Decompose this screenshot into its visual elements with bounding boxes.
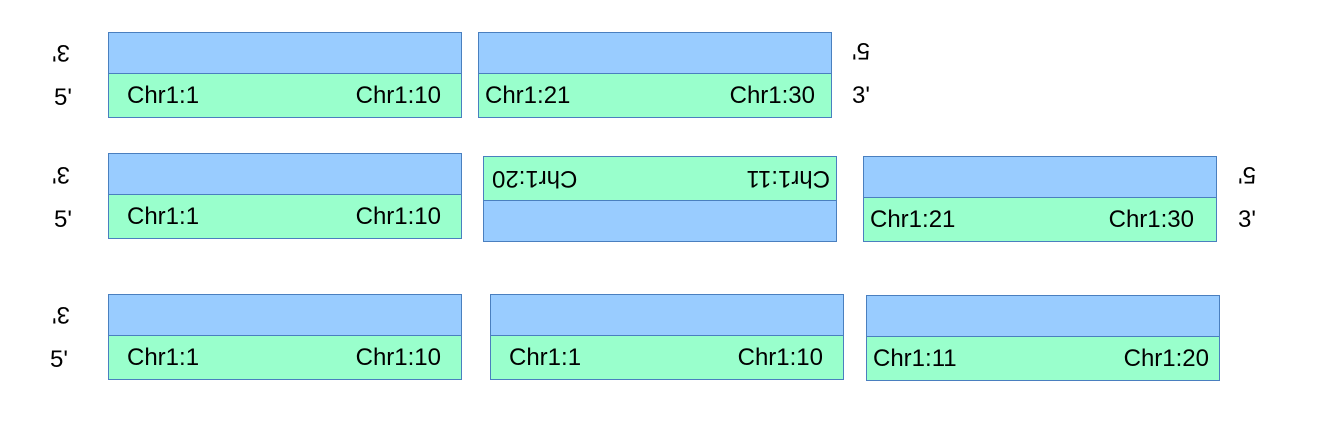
row1-segment-2-top-strand — [478, 32, 832, 74]
row2-segment-1-bottom-strand: Chr1:1 Chr1:10 — [108, 194, 462, 239]
row2-segment-1-start-coord: Chr1:1 — [127, 202, 200, 230]
row1-left-5prime-label: 5' — [54, 84, 72, 111]
row2-segment-3-top-strand — [863, 156, 1217, 198]
row2-segment-2-bottom-strand: Chr1:11 Chr1:20 — [483, 156, 837, 201]
row3-segment-3-top-strand — [866, 295, 1220, 337]
row1-segment-2: Chr1:21 Chr1:30 — [478, 32, 832, 118]
row1-segment-1-end-coord: Chr1:10 — [355, 81, 441, 109]
row2-segment-1-top-strand — [108, 153, 462, 195]
row2-left-3prime-label: 3' — [52, 161, 70, 188]
row2-left-5prime-label: 5' — [54, 206, 72, 233]
row3-segment-3-start-coord: Chr1:11 — [873, 344, 957, 372]
row2-segment-1: Chr1:1 Chr1:10 — [108, 153, 462, 239]
row3-segment-1: Chr1:1 Chr1:10 — [108, 294, 462, 380]
row1-segment-2-bottom-strand: Chr1:21 Chr1:30 — [478, 73, 832, 118]
row1-segment-1-start-coord: Chr1:1 — [127, 81, 200, 109]
row1-segment-1-top-strand — [108, 32, 462, 74]
row3-segment-3-end-coord: Chr1:20 — [1123, 344, 1209, 372]
row2-segment-2-top-strand — [483, 200, 837, 242]
row2-segment-3: Chr1:21 Chr1:30 — [863, 156, 1217, 242]
row3-segment-2-bottom-strand: Chr1:1 Chr1:10 — [490, 335, 844, 380]
row3-left-3prime-label: 3' — [52, 301, 70, 328]
row3-segment-2-top-strand — [490, 294, 844, 336]
row1-right-5prime-label: 5' — [852, 37, 870, 64]
row3-segment-3: Chr1:11 Chr1:20 — [866, 295, 1220, 381]
row2-segment-3-end-coord: Chr1:30 — [1108, 205, 1194, 233]
row3-segment-2: Chr1:1 Chr1:10 — [490, 294, 844, 380]
row3-segment-2-start-coord: Chr1:1 — [509, 343, 582, 371]
row3-segment-2-end-coord: Chr1:10 — [737, 343, 823, 371]
row2-segment-3-bottom-strand: Chr1:21 Chr1:30 — [863, 197, 1217, 242]
row3-segment-1-bottom-strand: Chr1:1 Chr1:10 — [108, 335, 462, 380]
row3-left-5prime-label: 5' — [50, 346, 68, 373]
row2-segment-1-end-coord: Chr1:10 — [355, 202, 441, 230]
row3-segment-1-top-strand — [108, 294, 462, 336]
row2-segment-3-start-coord: Chr1:21 — [870, 205, 956, 233]
row1-right-3prime-label: 3' — [852, 82, 870, 109]
row1-left-3prime-label: 3' — [52, 39, 70, 66]
row2-segment-2-inverted: Chr1:11 Chr1:20 — [483, 156, 837, 242]
row3-segment-1-start-coord: Chr1:1 — [127, 343, 200, 371]
row3-segment-1-end-coord: Chr1:10 — [355, 343, 441, 371]
row2-segment-2-end-coord: Chr1:20 — [492, 165, 578, 193]
row2-segment-2-start-coord: Chr1:11 — [746, 165, 830, 193]
row2-right-3prime-label: 3' — [1238, 206, 1256, 233]
row1-segment-2-start-coord: Chr1:21 — [485, 81, 571, 109]
row1-segment-2-end-coord: Chr1:30 — [729, 81, 815, 109]
row1-segment-1: Chr1:1 Chr1:10 — [108, 32, 462, 118]
row3-segment-3-bottom-strand: Chr1:11 Chr1:20 — [866, 336, 1220, 381]
row2-right-5prime-label: 5' — [1238, 161, 1256, 188]
row1-segment-1-bottom-strand: Chr1:1 Chr1:10 — [108, 73, 462, 118]
